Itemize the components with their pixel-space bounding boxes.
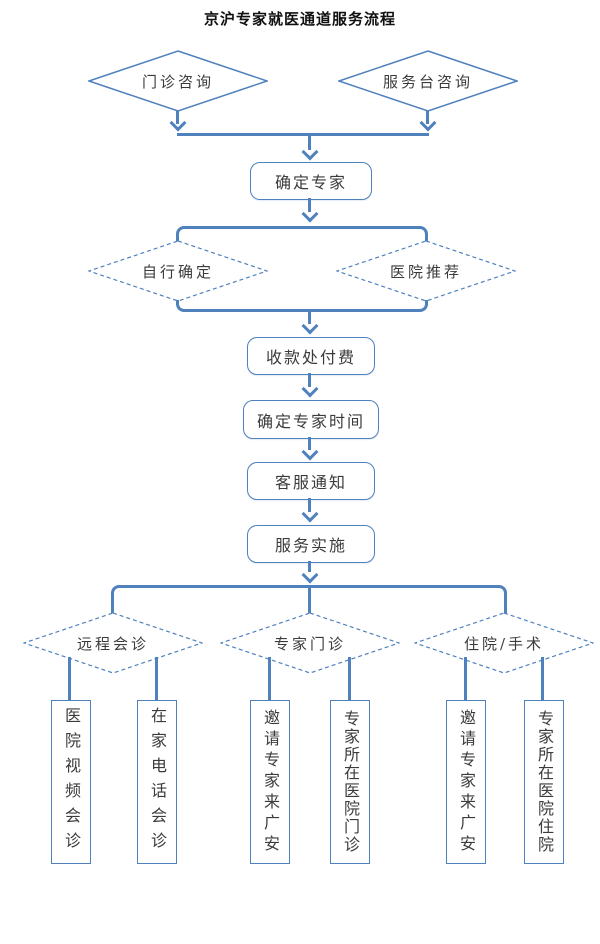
diamond-label: 住院/手术 xyxy=(463,634,545,653)
arrow-down-icon xyxy=(301,443,319,461)
connector-line xyxy=(426,111,429,124)
connector-line xyxy=(268,657,271,700)
arrow-down-icon xyxy=(301,566,319,584)
connector-line xyxy=(308,136,311,150)
diamond-remote-consultation: 远程会诊 xyxy=(23,612,203,674)
connector-line xyxy=(176,111,179,124)
diamond-label: 自行确定 xyxy=(141,262,214,281)
split-connector xyxy=(176,226,428,243)
arrow-down-icon xyxy=(301,380,319,398)
box-label: 邀请专家来广安 xyxy=(261,708,280,856)
connector-line xyxy=(177,133,429,136)
diamond-shape-icon xyxy=(414,612,594,674)
box-service-implementation: 服务实施 xyxy=(247,525,375,563)
diamond-shape-icon xyxy=(336,240,516,302)
box-label: 专家所在医院住院 xyxy=(535,710,554,854)
arrow-down-icon xyxy=(419,114,437,132)
diamond-label: 远程会诊 xyxy=(76,634,149,653)
box-label: 服务实施 xyxy=(274,536,347,555)
diamond-service-desk-consult: 服务台咨询 xyxy=(338,50,518,112)
diamond-inpatient-surgery: 住院/手术 xyxy=(414,612,594,674)
connector-line xyxy=(308,198,311,212)
box-label: 邀请专家来广安 xyxy=(457,708,476,856)
box-hospital-video-consult: 医院视频会诊 xyxy=(51,700,91,864)
box-label: 在家电话会诊 xyxy=(148,707,167,857)
box-expert-hospital-inpatient: 专家所在医院住院 xyxy=(524,700,564,864)
box-label: 专家所在医院门诊 xyxy=(341,710,360,854)
connector-line xyxy=(308,309,311,324)
connector-line xyxy=(308,585,311,613)
connector-line xyxy=(68,657,71,700)
box-label: 确定专家时间 xyxy=(256,411,365,431)
box-customer-service-notify: 客服通知 xyxy=(247,462,375,500)
connector-line xyxy=(308,437,311,450)
diamond-label: 医院推荐 xyxy=(389,262,462,281)
diamond-label: 门诊咨询 xyxy=(141,72,214,91)
box-label: 确定专家 xyxy=(274,173,347,192)
box-expert-hospital-outpatient: 专家所在医院门诊 xyxy=(330,700,370,864)
box-confirm-expert-time: 确定专家时间 xyxy=(243,400,379,439)
connector-line xyxy=(464,657,467,700)
connector-line xyxy=(308,373,311,387)
arrow-down-icon xyxy=(301,205,319,223)
diamond-shape-icon xyxy=(220,612,400,674)
connector-line xyxy=(348,657,351,700)
arrow-down-icon xyxy=(301,317,319,335)
box-label: 收款处付费 xyxy=(265,348,356,367)
page-title: 京沪专家就医通道服务流程 xyxy=(203,10,396,28)
diamond-expert-outpatient: 专家门诊 xyxy=(220,612,400,674)
connector-line xyxy=(155,657,158,700)
box-label: 医院视频会诊 xyxy=(62,707,81,857)
connector-line xyxy=(308,561,311,572)
arrow-down-icon xyxy=(169,114,187,132)
box-confirm-expert: 确定专家 xyxy=(250,162,372,200)
connector-line xyxy=(308,498,311,512)
box-label: 客服通知 xyxy=(274,473,347,492)
diamond-label: 专家门诊 xyxy=(273,634,346,653)
box-invite-expert-to-guangan-1: 邀请专家来广安 xyxy=(250,700,290,864)
connector-line xyxy=(541,657,544,700)
arrow-down-icon xyxy=(301,143,319,161)
box-home-phone-consult: 在家电话会诊 xyxy=(137,700,177,864)
diamond-hospital-recommend: 医院推荐 xyxy=(336,240,516,302)
diamond-shape-icon xyxy=(88,240,268,302)
box-pay-at-cashier: 收款处付费 xyxy=(247,337,375,375)
diamond-outpatient-consult: 门诊咨询 xyxy=(88,50,268,112)
diamond-self-confirm: 自行确定 xyxy=(88,240,268,302)
arrow-down-icon xyxy=(301,505,319,523)
merge-connector xyxy=(176,300,428,312)
box-invite-expert-to-guangan-2: 邀请专家来广安 xyxy=(446,700,486,864)
diamond-label: 服务台咨询 xyxy=(382,72,473,91)
